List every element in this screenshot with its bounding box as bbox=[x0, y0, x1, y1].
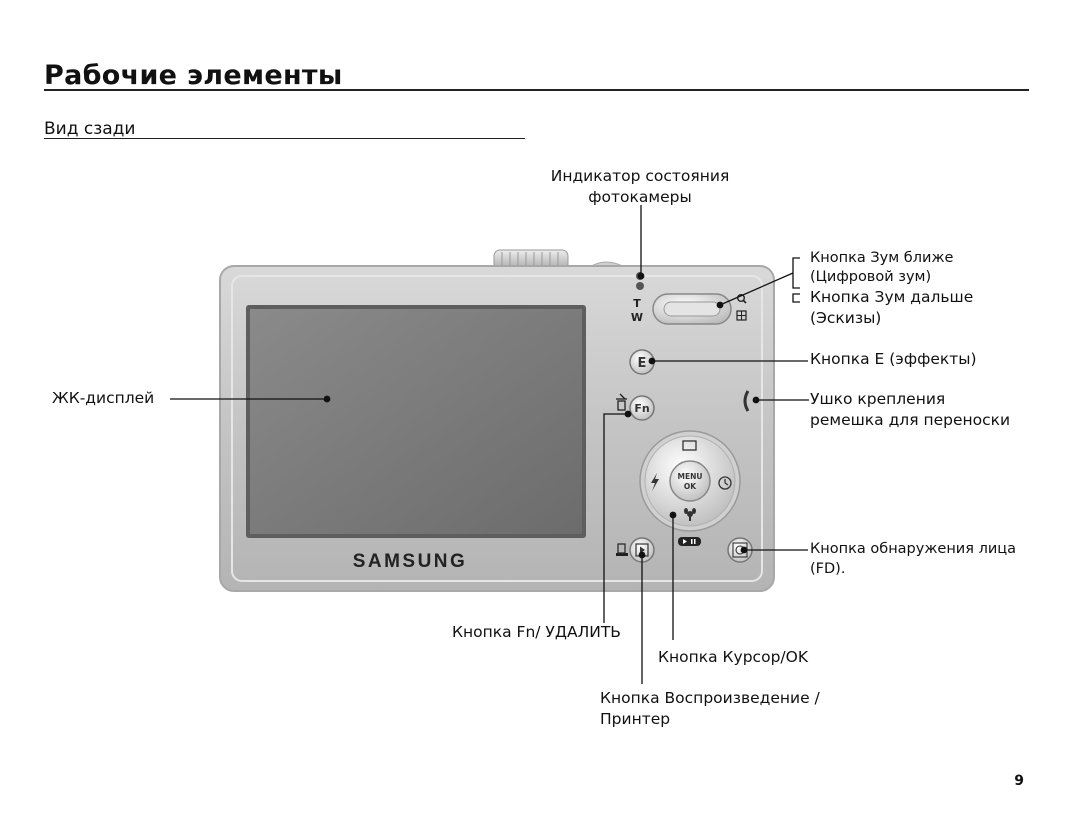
callout-face-detect-line2: (FD). bbox=[810, 561, 846, 577]
callout-zoom-tele-line1: Кнопка Зум ближе bbox=[810, 250, 954, 266]
title-underline bbox=[44, 89, 1029, 91]
lcd-screen bbox=[250, 309, 582, 534]
play-pause-badge bbox=[678, 537, 701, 546]
callout-fn-delete: Кнопка Fn/ УДАЛИТЬ bbox=[452, 623, 621, 641]
fn-button-mark: Fn bbox=[634, 402, 649, 415]
zoom-tele-mark: T bbox=[633, 297, 641, 310]
callout-face-detect: Кнопка обнаружения лица (FD). bbox=[810, 539, 1016, 579]
menu-ok-button[interactable] bbox=[669, 460, 711, 502]
e-button-mark: E bbox=[638, 356, 647, 371]
brand-logo: SAMSUNG bbox=[353, 551, 468, 572]
subtitle-underline bbox=[44, 138, 525, 139]
callout-zoom-wide-line2: (Эскизы) bbox=[810, 309, 882, 327]
fn-button[interactable] bbox=[629, 395, 655, 421]
magnifier-icon bbox=[737, 294, 747, 304]
callout-playback-line1: Кнопка Воспроизведение / bbox=[600, 689, 820, 707]
display-icon bbox=[682, 440, 697, 451]
callout-e-button: Кнопка E (эффекты) bbox=[810, 350, 977, 368]
page-title: Рабочие элементы bbox=[44, 60, 343, 91]
callout-strap: Ушко крепления ремешка для переноски bbox=[810, 389, 1010, 431]
menu-mark: MENU bbox=[678, 472, 703, 481]
thumbnail-grid-icon bbox=[736, 310, 747, 321]
callout-lcd: ЖК-дисплей bbox=[52, 389, 155, 407]
printer-icon bbox=[616, 543, 628, 556]
flash-icon bbox=[651, 473, 659, 491]
callout-cursor-ok: Кнопка Курсор/OK bbox=[658, 648, 808, 666]
callout-zoom-tele-line2: (Цифровой зум) bbox=[810, 269, 932, 285]
callout-strap-line1: Ушко крепления bbox=[810, 390, 946, 408]
callout-status-indicator-line1: Индикатор состояния bbox=[550, 167, 730, 185]
callout-playback-line2: Принтер bbox=[600, 710, 671, 728]
callout-status-indicator: Индикатор состояния фотокамеры bbox=[520, 166, 760, 208]
page-number: 9 bbox=[1014, 773, 1024, 789]
callout-face-detect-line1: Кнопка обнаружения лица bbox=[810, 541, 1017, 557]
self-timer-icon bbox=[718, 476, 732, 490]
callout-zoom-wide: Кнопка Зум дальше (Эскизы) bbox=[810, 287, 973, 329]
trash-icon bbox=[616, 393, 627, 411]
strap-eyelet bbox=[743, 390, 750, 412]
section-subtitle: Вид сзади bbox=[44, 119, 136, 139]
callout-playback: Кнопка Воспроизведение / Принтер bbox=[600, 688, 820, 730]
callout-strap-line2: ремешка для переноски bbox=[810, 411, 1011, 429]
macro-icon bbox=[684, 508, 696, 521]
callout-status-indicator-line2: фотокамеры bbox=[588, 188, 692, 206]
ok-mark: OK bbox=[684, 482, 697, 491]
callout-zoom-wide-line1: Кнопка Зум дальше bbox=[810, 288, 974, 306]
callout-zoom-tele: Кнопка Зум ближе (Цифровой зум) bbox=[810, 249, 953, 287]
zoom-wide-mark: W bbox=[631, 311, 643, 324]
